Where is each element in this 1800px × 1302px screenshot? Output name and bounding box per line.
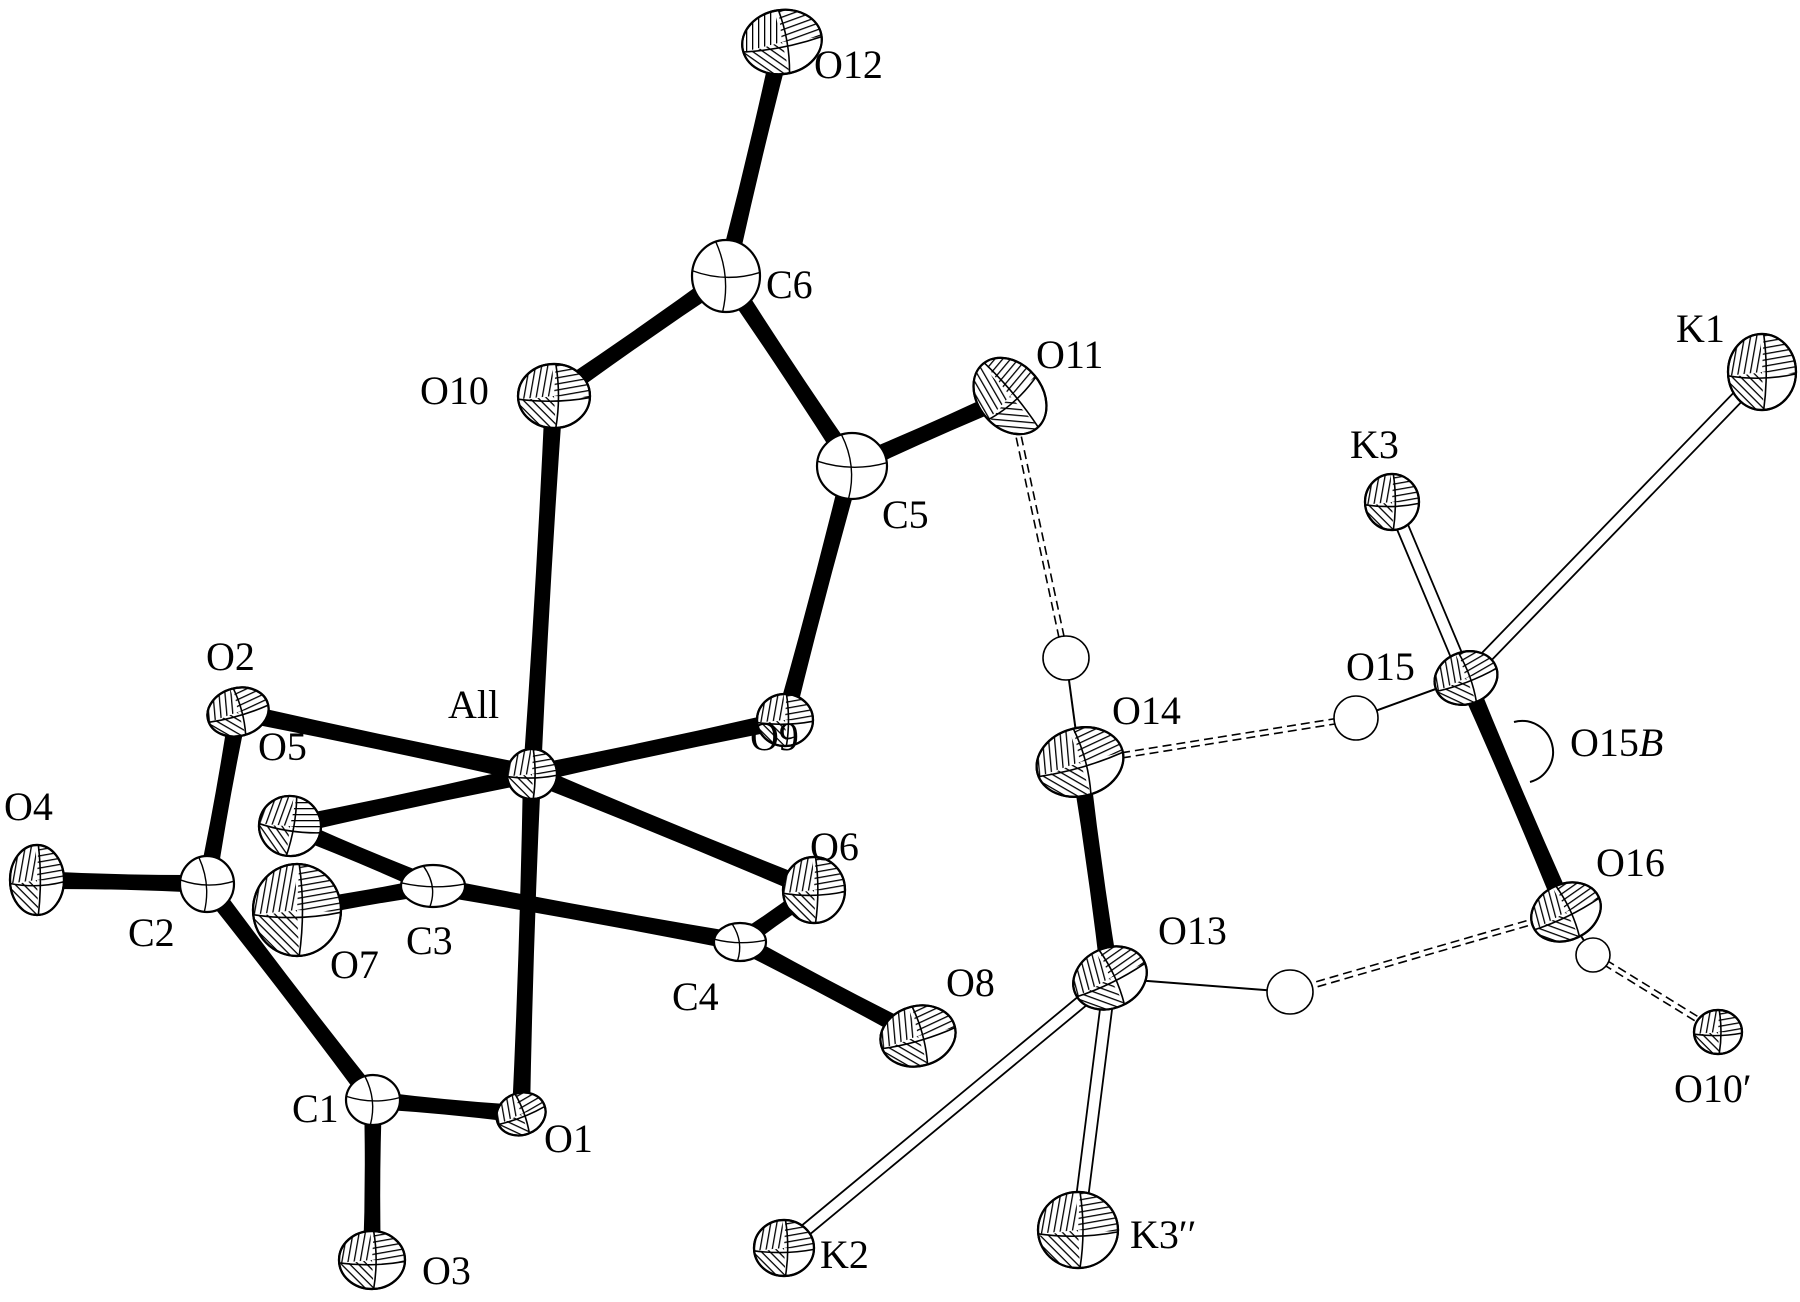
atom-label-o7: O7 bbox=[330, 942, 379, 987]
atom-c5-ellipsoid bbox=[815, 431, 889, 501]
atom-h16-ellipsoid bbox=[1575, 937, 1611, 973]
atom-label-o9: O9 bbox=[750, 714, 799, 759]
atom-k2-ellipsoid bbox=[752, 1218, 816, 1278]
atom-o8-ellipsoid bbox=[879, 1004, 957, 1068]
bond-al1-o6 bbox=[528, 765, 818, 899]
atom-c6-ellipsoid bbox=[690, 238, 762, 314]
atom-c2-ellipsoid bbox=[178, 854, 236, 914]
atom-label-c1: C1 bbox=[292, 1086, 339, 1131]
atom-label-o8: O8 bbox=[946, 960, 995, 1005]
atom-c1-ellipsoid bbox=[344, 1073, 402, 1127]
atom-label-o10: O10 bbox=[420, 368, 489, 413]
atom-label-o15b-main: O15 bbox=[1570, 720, 1639, 765]
atom-label-o13: O13 bbox=[1158, 908, 1227, 953]
atom-label-o14: O14 bbox=[1112, 688, 1181, 733]
atom-label-o5: O5 bbox=[258, 724, 307, 769]
bonds-layer bbox=[36, 39, 1768, 1261]
atom-o11-ellipsoid bbox=[972, 356, 1048, 436]
atom-o12-ellipsoid bbox=[741, 8, 823, 76]
atom-label-o15b-suffix: B bbox=[1639, 720, 1663, 765]
atom-o15-ellipsoid bbox=[1433, 650, 1499, 706]
bond-c2-o4 bbox=[36, 871, 208, 893]
atom-label-o10-prime: O10′ bbox=[1674, 1066, 1752, 1111]
atom-label-c5: C5 bbox=[882, 492, 929, 537]
atom-label-o3: O3 bbox=[422, 1248, 471, 1293]
hbond-h13-o16 bbox=[1289, 908, 1567, 996]
atom-h15-ellipsoid bbox=[1333, 695, 1379, 741]
atom-label-k1: K1 bbox=[1676, 306, 1725, 351]
atom-label-o15b: O15B bbox=[1570, 720, 1663, 765]
atom-label-o12: O12 bbox=[814, 42, 883, 87]
bond-o14-o13 bbox=[1071, 760, 1119, 980]
atom-k3pp-ellipsoid bbox=[1036, 1190, 1120, 1270]
bond-c1-o3 bbox=[363, 1099, 382, 1261]
atom-label-al1: All bbox=[448, 682, 499, 727]
atom-k1-ellipsoid bbox=[1726, 332, 1798, 412]
atom-h13-ellipsoid bbox=[1266, 969, 1314, 1015]
atom-label-c6: C6 bbox=[766, 262, 813, 307]
atom-label-k2: K2 bbox=[820, 1232, 869, 1277]
atom-label-o16: O16 bbox=[1596, 840, 1665, 885]
hbond-o14-h15 bbox=[1079, 714, 1357, 766]
bond-o2-c2 bbox=[198, 710, 247, 886]
atom-label-o4: O4 bbox=[4, 784, 53, 829]
bond-al1-o5 bbox=[288, 765, 534, 835]
bond-c4-o8 bbox=[735, 934, 923, 1044]
atom-label-o11: O11 bbox=[1036, 332, 1103, 377]
atom-label-o6: O6 bbox=[810, 824, 859, 869]
bond-c1-o1 bbox=[372, 1091, 522, 1123]
bond-al1-o2 bbox=[236, 703, 534, 783]
labels-layer: All O1 O2 O3 O4 O5 O6 O7 O8 O9 O10 O11 O… bbox=[4, 42, 1752, 1293]
atom-h14-ellipsoid bbox=[1042, 635, 1090, 681]
atom-o15b-disorder-ring bbox=[1513, 719, 1555, 783]
atom-k3-ellipsoid bbox=[1363, 472, 1421, 532]
bond-o15-o16 bbox=[1457, 674, 1575, 916]
bond-c2-c1 bbox=[199, 878, 381, 1106]
hbond-o11-h14 bbox=[1006, 395, 1070, 659]
bond-c6-o12 bbox=[717, 39, 791, 279]
atom-o13-ellipsoid bbox=[1072, 945, 1148, 1011]
hbond-h16-o10p bbox=[1591, 952, 1720, 1035]
atom-o9-ellipsoid bbox=[755, 692, 815, 748]
atom-c3-ellipsoid bbox=[399, 863, 467, 909]
atom-label-o15: O15 bbox=[1346, 644, 1415, 689]
atom-o6-ellipsoid bbox=[781, 855, 847, 925]
atom-o2-ellipsoid bbox=[206, 686, 270, 738]
bond-c5-o11 bbox=[848, 387, 1014, 475]
atom-label-c2: C2 bbox=[128, 910, 175, 955]
bond-al1-o10 bbox=[523, 395, 563, 775]
atom-o16-ellipsoid bbox=[1530, 881, 1602, 943]
atom-label-c3: C3 bbox=[406, 918, 453, 963]
atom-label-o1: O1 bbox=[544, 1116, 593, 1161]
atom-o3-ellipsoid bbox=[337, 1229, 407, 1291]
atoms-layer bbox=[8, 8, 1798, 1291]
bond-al1-o1 bbox=[512, 773, 541, 1115]
bond-c6-c5 bbox=[718, 271, 860, 471]
bond-al1-o9 bbox=[530, 711, 787, 783]
atom-label-o2: O2 bbox=[206, 634, 255, 679]
atom-o7-ellipsoid bbox=[251, 862, 343, 958]
bond-c5-o9 bbox=[776, 463, 861, 723]
bond-c3-c4 bbox=[431, 877, 742, 951]
atom-c4-ellipsoid bbox=[712, 921, 768, 963]
atom-o5-ellipsoid bbox=[257, 794, 323, 858]
atom-al1-ellipsoid bbox=[505, 747, 559, 801]
contact-o15-k1 bbox=[1460, 366, 1768, 684]
atom-label-k3-double-prime: K3′′ bbox=[1130, 1212, 1196, 1257]
atom-o10-ellipsoid bbox=[516, 362, 592, 430]
atom-label-k3: K3 bbox=[1350, 422, 1399, 467]
bond-o10-c6 bbox=[548, 268, 732, 404]
bond-o5-c3 bbox=[286, 817, 437, 895]
atom-o10p-ellipsoid bbox=[1692, 1008, 1744, 1056]
atom-label-c4: C4 bbox=[672, 974, 719, 1019]
atom-o1-ellipsoid bbox=[495, 1091, 547, 1137]
atom-o4-ellipsoid bbox=[8, 843, 66, 917]
atom-o14-ellipsoid bbox=[1035, 726, 1125, 798]
